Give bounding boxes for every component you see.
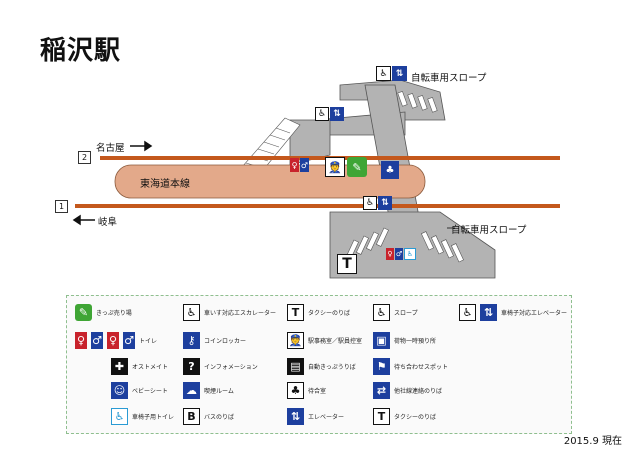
legend: ✎ きっぷ売り場 ♀ ♂ ♀ ♂ トイレ ✚ オストメイト ☺ ベビーシート ♿… bbox=[66, 295, 572, 434]
legend-item-ostomate: ✚ オストメイト bbox=[111, 358, 168, 375]
baggage-icon: ▣ bbox=[373, 332, 390, 349]
track-1-number: 1 bbox=[55, 200, 68, 213]
arrow-nagoya bbox=[130, 140, 153, 152]
auto-ticket-icon: ▤ bbox=[287, 358, 304, 375]
legend-item-taxi2: T タクシーのりば bbox=[373, 408, 436, 425]
taxi-icon: T bbox=[287, 304, 304, 321]
toilet-men-icon: ♂ bbox=[123, 332, 135, 349]
toilet-men-icon: ♂ bbox=[395, 248, 403, 260]
legend-item-wc-elevator: ♿ ⇅ 車椅子対応エレベーター bbox=[459, 304, 567, 321]
toilet-women-icon: ♀ bbox=[75, 332, 87, 349]
information-icon: ? bbox=[183, 358, 200, 375]
slope-icon: ♿ bbox=[373, 304, 390, 321]
page-title: 稲沢駅 bbox=[40, 36, 122, 66]
toilet-women-icon: ♀ bbox=[290, 158, 299, 172]
other-line-icon: ⇄ bbox=[373, 382, 390, 399]
wheelchair-escalator-icon: ♿ bbox=[315, 107, 329, 121]
toilet-men-icon: ♂ bbox=[91, 332, 103, 349]
elevator-icon: ⇅ bbox=[392, 66, 407, 81]
baby-seat-icon: ☺ bbox=[111, 382, 128, 399]
toilet-women-icon: ♀ bbox=[107, 332, 119, 349]
wheelchair-escalator-icon: ♿ bbox=[363, 196, 377, 210]
wheelchair-toilet-icon: ♿ bbox=[111, 408, 128, 425]
direction-nagoya: 名古屋 bbox=[96, 143, 125, 154]
concourse-lower bbox=[329, 211, 496, 279]
slope-label-top: 自転車用スロープ bbox=[411, 73, 487, 84]
taxi-icon: T bbox=[373, 408, 390, 425]
ostomate-icon: ✚ bbox=[111, 358, 128, 375]
smoking-icon: ☁ bbox=[183, 382, 200, 399]
toilet-women-icon: ♀ bbox=[386, 248, 394, 260]
wheelchair-escalator-icon: ♿ bbox=[376, 66, 391, 81]
waiting-room-icon: ♣ bbox=[287, 382, 304, 399]
legend-item-smoking: ☁ 喫煙ルーム bbox=[183, 382, 234, 399]
legend-item-slope: ♿ スロープ bbox=[373, 304, 418, 321]
legend-item-autogate: ▤ 自動きっぷうりば bbox=[287, 358, 356, 375]
waiting-room-icon: ♣ bbox=[381, 161, 399, 179]
taxi-icon: T bbox=[337, 254, 357, 274]
ticket-machine-icon: ✎ bbox=[75, 304, 92, 321]
slope-label-bottom: 自転車用スロープ bbox=[451, 225, 527, 236]
station-office-icon: 👮 bbox=[287, 332, 304, 349]
legend-item-baby: ☺ ベビーシート bbox=[111, 382, 168, 399]
legend-item-waiting: ♣ 待合室 bbox=[287, 382, 326, 399]
legend-item-meeting: ⚑ 待ち合わせスポット bbox=[373, 358, 448, 375]
stairs-lower bbox=[345, 227, 464, 263]
toilet-men-icon: ♂ bbox=[300, 158, 309, 172]
wheelchair-escalator-icon: ♿ bbox=[459, 304, 476, 321]
date-label: 2015.9 現在 bbox=[563, 436, 622, 447]
wheelchair-escalator-icon: ♿ bbox=[183, 304, 200, 321]
elevator-icon: ⇅ bbox=[287, 408, 304, 425]
legend-item-otherline: ⇄ 他社線連絡のりば bbox=[373, 382, 442, 399]
elevator-icon: ⇅ bbox=[480, 304, 497, 321]
direction-gifu: 岐阜 bbox=[98, 217, 118, 228]
legend-item-escalator: ♿ 車いす対応エスカレーター bbox=[183, 304, 276, 321]
station-office-icon: 👮 bbox=[325, 157, 345, 177]
legend-item-bus: B バスのりば bbox=[183, 408, 234, 425]
legend-item-elevator: ⇅ エレベーター bbox=[287, 408, 344, 425]
wheelchair-toilet-icon: ♿ bbox=[404, 248, 416, 260]
legend-item-ticket: ✎ きっぷ売り場 bbox=[75, 304, 132, 321]
arrow-gifu bbox=[72, 214, 95, 226]
legend-item-office: 👮 駅事務室／駅員控室 bbox=[287, 332, 363, 349]
legend-item-info: ? インフォメーション bbox=[183, 358, 258, 375]
coin-locker-icon: ⚷ bbox=[183, 332, 200, 349]
track-2-number: 2 bbox=[78, 151, 91, 164]
ticket-machine-icon: ✎ bbox=[347, 157, 367, 177]
legend-item-wc-toilet: ♿ 車椅子用トイレ bbox=[111, 408, 174, 425]
elevator-icon: ⇅ bbox=[378, 196, 392, 210]
legend-item-baggage: ▣ 荷物一時預り所 bbox=[373, 332, 436, 349]
legend-item-toilet: ♀ ♂ ♀ ♂ トイレ bbox=[75, 332, 158, 349]
stairs-upper-right bbox=[397, 91, 438, 113]
legend-item-taxi: T タクシーのりば bbox=[287, 304, 350, 321]
elevator-icon: ⇅ bbox=[330, 107, 344, 121]
legend-item-locker: ⚷ コインロッカー bbox=[183, 332, 246, 349]
line-name: 東海道本線 bbox=[140, 179, 190, 190]
bus-stop-icon: B bbox=[183, 408, 200, 425]
meeting-spot-icon: ⚑ bbox=[373, 358, 390, 375]
